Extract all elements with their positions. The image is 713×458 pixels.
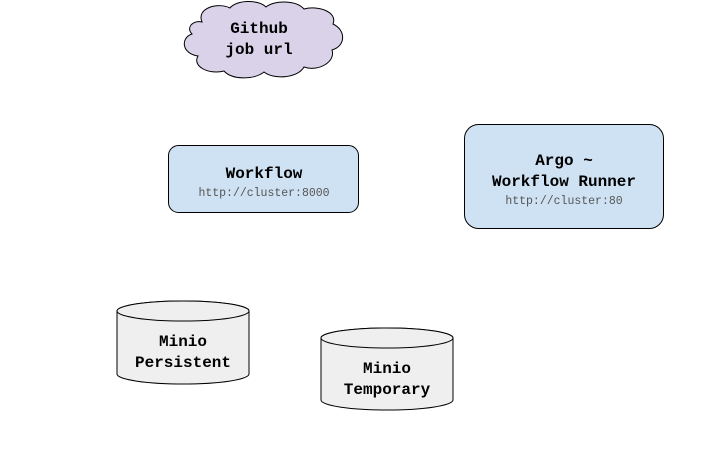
workflow-url: http://cluster:8000 — [198, 187, 329, 200]
minio-temporary-cylinder-top — [320, 327, 454, 349]
minio-persistent-database[interactable]: Minio Persistent — [116, 300, 250, 385]
workflow-box — [168, 145, 359, 213]
minio-persistent-line1: Minio — [159, 333, 207, 351]
github-job-url-cloud[interactable]: Github job url — [183, 1, 344, 79]
workflow-title: Workflow — [226, 165, 303, 183]
minio-persistent-line2: Persistent — [135, 354, 231, 372]
argo-box — [464, 124, 664, 229]
argo-title-line1: Argo ~ — [535, 152, 593, 170]
cloud-shape — [183, 1, 344, 79]
github-label-line2: job url — [225, 41, 292, 59]
minio-persistent-cylinder-top — [116, 300, 250, 322]
minio-temporary-line2: Temporary — [344, 381, 431, 399]
argo-title-line2: Workflow Runner — [492, 173, 636, 191]
argo-url: http://cluster:80 — [505, 195, 622, 208]
github-label-line1: Github — [230, 20, 288, 38]
minio-temporary-database[interactable]: Minio Temporary — [320, 327, 454, 411]
minio-temporary-line1: Minio — [363, 360, 411, 378]
argo-workflow-runner-node[interactable]: Argo ~ Workflow Runner http://cluster:80 — [464, 124, 664, 229]
workflow-node[interactable]: Workflow http://cluster:8000 — [168, 145, 359, 213]
